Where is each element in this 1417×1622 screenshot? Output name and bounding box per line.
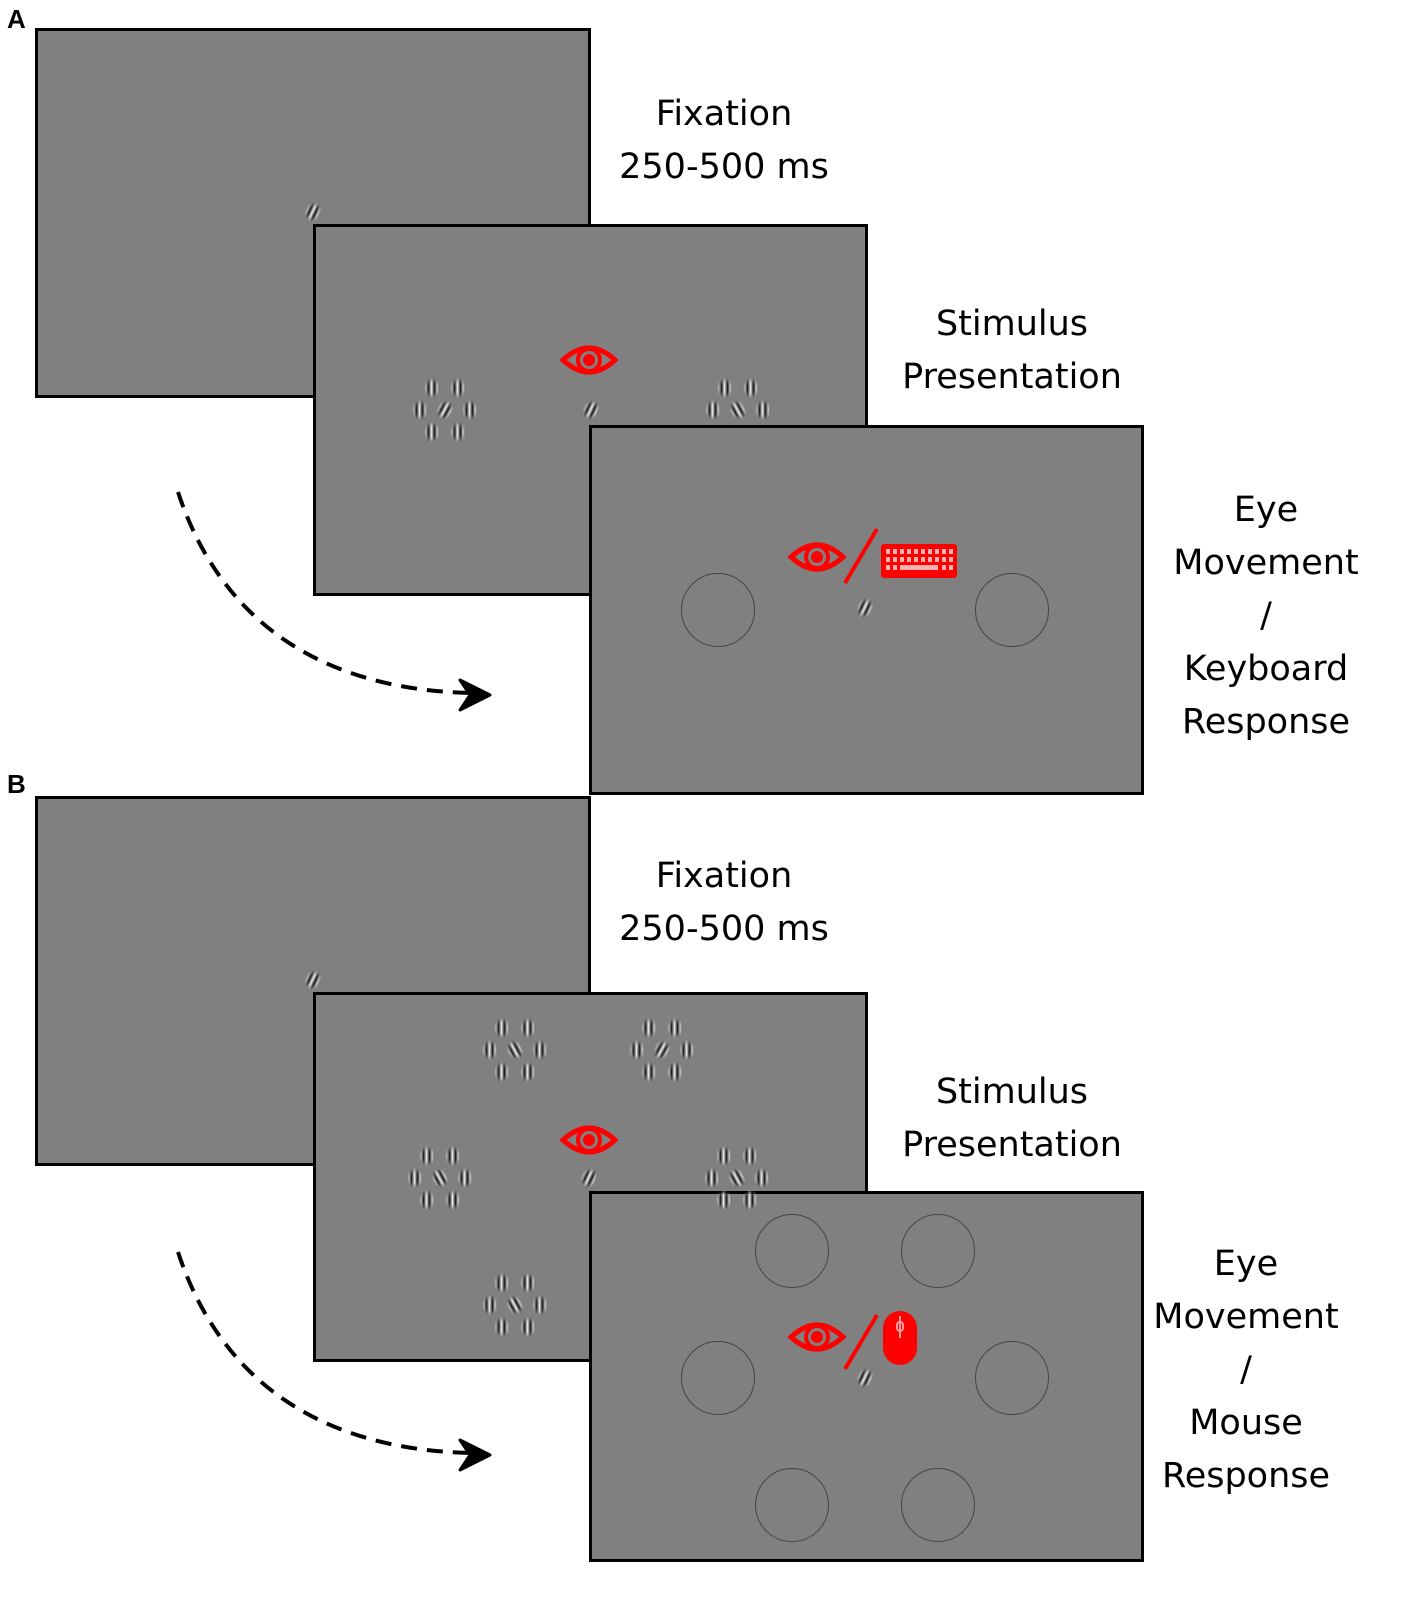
panel-label-a: A (7, 4, 26, 34)
keyboard-icon (881, 544, 957, 578)
response-label-a: Eye Movement / Keyboard Response (1173, 484, 1358, 749)
response-target-circle (681, 1341, 755, 1415)
gabor-patch (520, 1273, 536, 1293)
gabor-patch (462, 400, 478, 420)
gabor-patch (482, 1295, 498, 1315)
gabor-patch (419, 1190, 435, 1210)
response-target-circle (755, 1214, 829, 1288)
gabor-patch (717, 378, 733, 398)
fixation-duration: 250-500 ms (619, 147, 829, 187)
eye-icon (559, 345, 619, 375)
fixation-label-a: Fixation 250-500 ms (619, 88, 829, 194)
eye-icon (559, 1125, 619, 1155)
arrowhead-a (458, 678, 492, 712)
response-line4: Keyboard (1183, 649, 1349, 689)
gabor-patch (743, 378, 759, 398)
gabor-patch (716, 1146, 732, 1166)
response-line2: Movement (1153, 1297, 1339, 1337)
gabor-patch (532, 1295, 548, 1315)
gabor-patch (520, 1018, 536, 1038)
response-target-circle (975, 573, 1049, 647)
gabor-patch (679, 1040, 695, 1060)
response-label-b: Eye Movement / Mouse Response (1153, 1238, 1338, 1503)
gabor-patch (520, 1317, 536, 1337)
response-target-circle (901, 1214, 975, 1288)
gabor-patch (494, 1317, 510, 1337)
stimulus-label-b: Stimulus Presentation (902, 1066, 1122, 1172)
eye-icon (787, 542, 847, 572)
fixation-duration: 250-500 ms (619, 909, 829, 949)
gabor-patch (755, 400, 771, 420)
gabor-patch (450, 378, 466, 398)
gabor-patch (412, 400, 428, 420)
response-target-circle (975, 1341, 1049, 1415)
gabor-patch (641, 1018, 657, 1038)
mouse-icon (883, 1311, 917, 1365)
response-target-circle (755, 1468, 829, 1542)
gabor-patch (754, 1168, 770, 1188)
arrowhead-b (458, 1438, 492, 1472)
gabor-patch (424, 422, 440, 442)
slash-separator (843, 527, 879, 585)
gabor-patch (457, 1168, 473, 1188)
gabor-patch (450, 422, 466, 442)
response-target-circle (901, 1468, 975, 1542)
stimulus-line2: Presentation (902, 357, 1122, 397)
gabor-patch (520, 1062, 536, 1082)
gabor-patch (445, 1146, 461, 1166)
response-line3: / (1260, 596, 1272, 636)
eye-icon (787, 1322, 847, 1352)
stimulus-line1: Stimulus (935, 1072, 1089, 1112)
fixation-title: Fixation (655, 94, 793, 134)
gabor-patch (716, 1190, 732, 1210)
response-line5: Response (1181, 702, 1351, 742)
panel-label-b: B (7, 769, 26, 799)
gabor-patch (705, 400, 721, 420)
gabor-patch (667, 1062, 683, 1082)
response-target-circle (681, 573, 755, 647)
gabor-patch (641, 1062, 657, 1082)
response-line4: Mouse (1189, 1403, 1303, 1443)
gabor-patch (424, 378, 440, 398)
gabor-patch (704, 1168, 720, 1188)
fixation-label-b: Fixation 250-500 ms (619, 850, 829, 956)
fixation-title: Fixation (655, 856, 793, 896)
gabor-patch (532, 1040, 548, 1060)
response-line5: Response (1161, 1456, 1331, 1496)
gabor-patch (494, 1273, 510, 1293)
stimulus-label-a: Stimulus Presentation (902, 298, 1122, 404)
gabor-patch (419, 1146, 435, 1166)
gabor-patch (667, 1018, 683, 1038)
gabor-patch (742, 1146, 758, 1166)
gabor-patch (742, 1190, 758, 1210)
gabor-patch (494, 1018, 510, 1038)
response-line2: Movement (1173, 543, 1359, 583)
gabor-patch (482, 1040, 498, 1060)
stimulus-line1: Stimulus (935, 304, 1089, 344)
response-line1: Eye (1233, 490, 1299, 530)
gabor-patch (494, 1062, 510, 1082)
gabor-patch (407, 1168, 423, 1188)
response-line1: Eye (1213, 1244, 1279, 1284)
gabor-patch (445, 1190, 461, 1210)
stimulus-line2: Presentation (902, 1125, 1122, 1165)
response-line3: / (1240, 1350, 1252, 1390)
gabor-patch (629, 1040, 645, 1060)
slash-separator (843, 1313, 879, 1371)
